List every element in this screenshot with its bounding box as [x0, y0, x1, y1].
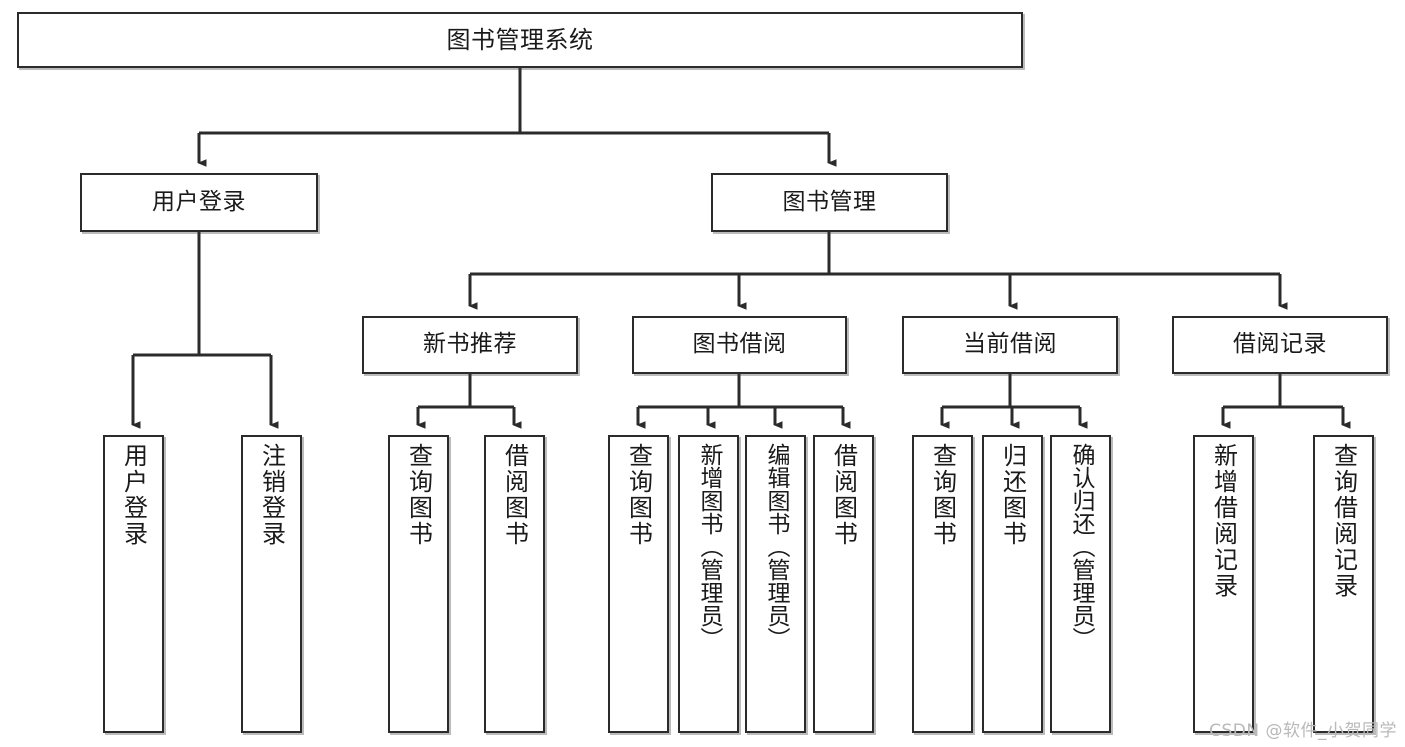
leaf-node-leaf-add-record[interactable]: 新增借阅记录 [1193, 435, 1254, 733]
leaf-node-leaf-borrow-book[interactable]: 借阅图书 [813, 435, 874, 733]
level1-node-book-manage[interactable]: 图书管理 [711, 173, 948, 232]
leaf-node-leaf-borrow-book-rec[interactable]: 借阅图书 [484, 435, 545, 733]
level2-node-new-book-recommend[interactable]: 新书推荐 [362, 316, 578, 374]
leaf-node-leaf-logout[interactable]: 注销登录 [241, 435, 302, 733]
leaf-node-leaf-user-login[interactable]: 用户登录 [103, 435, 164, 733]
node-label-new-book-recommend: 新书推荐 [423, 331, 517, 358]
node-label-leaf-edit-book: 编辑图书（管理员） [763, 443, 789, 650]
leaf-node-leaf-return-book[interactable]: 归还图书 [982, 435, 1043, 733]
node-label-leaf-query-book-current: 查询图书 [928, 443, 957, 547]
node-label-leaf-confirm-return: 确认归还（管理员） [1068, 443, 1094, 650]
node-label-leaf-add-record: 新增借阅记录 [1209, 443, 1238, 599]
leaf-node-leaf-edit-book[interactable]: 编辑图书（管理员） [745, 435, 806, 733]
level2-node-current-borrow[interactable]: 当前借阅 [902, 316, 1118, 374]
node-label-leaf-user-login: 用户登录 [119, 443, 148, 547]
node-label-user-login: 用户登录 [152, 188, 246, 215]
level2-node-borrow-record[interactable]: 借阅记录 [1172, 316, 1388, 374]
node-label-leaf-add-book: 新增图书（管理员） [696, 443, 722, 650]
node-label-book-borrow: 图书借阅 [692, 331, 787, 358]
node-label-leaf-borrow-book-rec: 借阅图书 [500, 443, 529, 547]
node-label-leaf-query-book-borrow: 查询图书 [624, 443, 653, 547]
node-label-leaf-query-book-rec: 查询图书 [404, 443, 433, 547]
root-node-root[interactable]: 图书管理系统 [17, 12, 1023, 68]
level2-node-book-borrow[interactable]: 图书借阅 [632, 316, 847, 374]
level1-node-user-login[interactable]: 用户登录 [80, 173, 318, 232]
leaf-node-leaf-query-record[interactable]: 查询借阅记录 [1313, 435, 1374, 733]
node-label-book-manage: 图书管理 [782, 188, 877, 215]
leaf-node-leaf-query-book-rec[interactable]: 查询图书 [388, 435, 449, 733]
node-label-current-borrow: 当前借阅 [963, 331, 1057, 358]
node-label-leaf-borrow-book: 借阅图书 [829, 443, 858, 547]
csdn-watermark: CSDN @软件_小贺同学 [1209, 721, 1397, 741]
node-label-leaf-query-record: 查询借阅记录 [1329, 443, 1358, 599]
node-label-leaf-logout: 注销登录 [257, 443, 286, 547]
leaf-node-leaf-confirm-return[interactable]: 确认归还（管理员） [1050, 435, 1111, 733]
leaf-node-leaf-query-book-current[interactable]: 查询图书 [912, 435, 973, 733]
node-label-leaf-return-book: 归还图书 [998, 443, 1027, 547]
node-label-root: 图书管理系统 [446, 25, 594, 54]
leaf-node-leaf-query-book-borrow[interactable]: 查询图书 [608, 435, 669, 733]
node-label-borrow-record: 借阅记录 [1233, 331, 1327, 358]
leaf-node-leaf-add-book[interactable]: 新增图书（管理员） [678, 435, 739, 733]
